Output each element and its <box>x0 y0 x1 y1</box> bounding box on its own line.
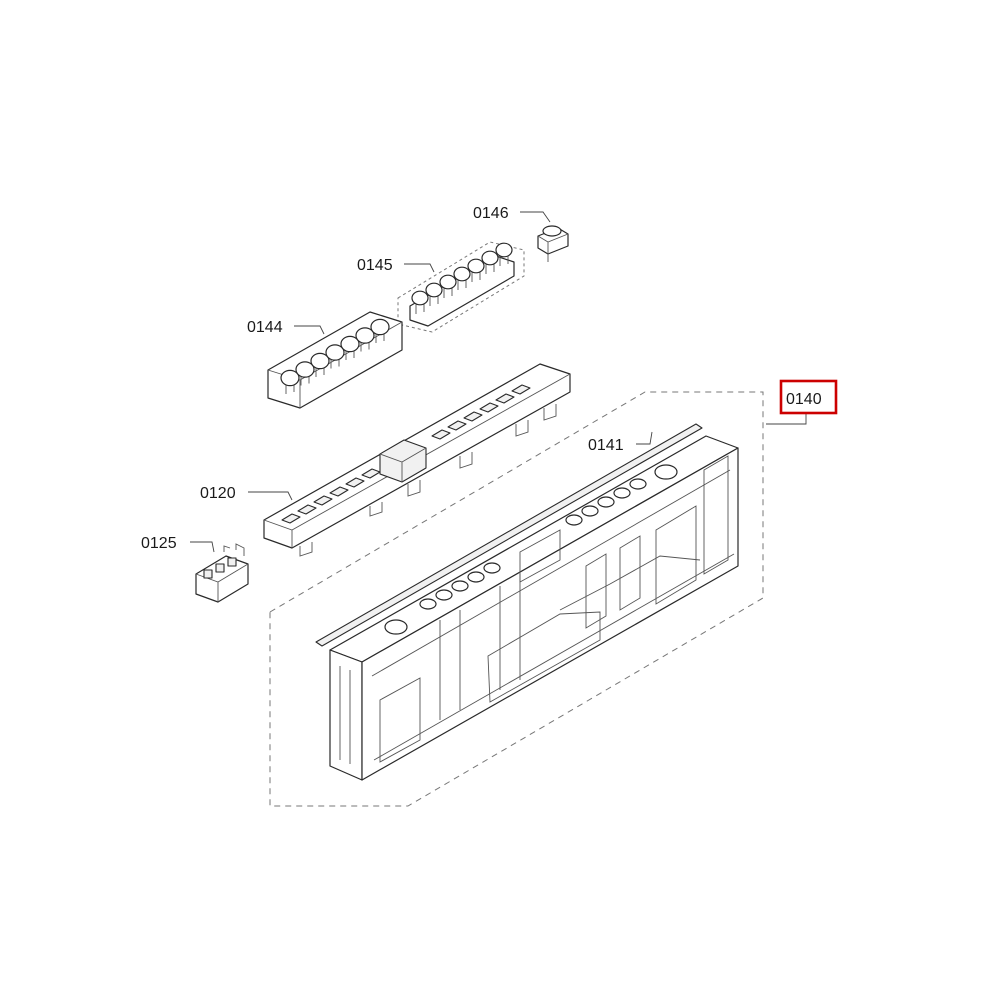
button-hole <box>451 580 469 592</box>
leader-0141 <box>636 431 653 445</box>
button-cap <box>370 318 390 336</box>
part-0125-connector[interactable] <box>195 543 249 603</box>
button-hole <box>483 562 501 574</box>
leader-0140 <box>766 412 807 425</box>
button-cap <box>355 327 375 344</box>
leader-0146 <box>520 211 551 223</box>
button-cap <box>425 282 443 298</box>
key-slot <box>329 486 349 497</box>
part-0145-button-strip[interactable] <box>397 241 525 333</box>
key-slot <box>463 411 483 422</box>
part-label-0146[interactable]: 0146 <box>473 205 509 222</box>
key-slot <box>281 513 301 524</box>
key-slot <box>345 477 365 488</box>
button-hole <box>629 478 647 490</box>
button-cap <box>280 369 300 387</box>
key-slot <box>431 429 451 440</box>
key-slot <box>447 420 467 431</box>
button-hole <box>581 505 599 517</box>
leader-0125 <box>190 541 215 553</box>
leader-0145 <box>404 263 435 273</box>
button-cap <box>467 258 485 274</box>
button-hole <box>419 598 437 610</box>
part-label-0125[interactable]: 0125 <box>141 535 177 552</box>
part-0144-button-tray[interactable] <box>267 311 403 409</box>
part-label-0140-highlight <box>779 379 838 415</box>
button-cap <box>310 352 330 370</box>
button-hole <box>597 496 615 508</box>
button-cap <box>481 250 499 266</box>
button-hole <box>467 571 485 583</box>
button-cap <box>325 344 345 361</box>
part-label-0141[interactable]: 0141 <box>588 437 624 454</box>
button-cap <box>453 266 471 282</box>
button-cap <box>411 290 429 306</box>
assembly-boundary <box>269 391 764 807</box>
key-slot <box>479 402 499 413</box>
leader-0144 <box>294 325 325 335</box>
key-slot <box>495 393 515 404</box>
key-slot <box>511 384 531 395</box>
button-hole <box>565 514 583 526</box>
part-label-0145[interactable]: 0145 <box>357 257 393 274</box>
key-slot <box>313 495 333 506</box>
part-0141-seal-strip[interactable] <box>315 423 703 647</box>
part-0146-button[interactable] <box>537 225 569 262</box>
button-cap <box>495 242 513 258</box>
button-hole <box>613 487 631 499</box>
button-cap <box>439 274 457 290</box>
part-label-0144[interactable]: 0144 <box>247 319 283 336</box>
button-cap <box>295 361 315 378</box>
part-0120-key-carrier[interactable] <box>263 363 571 557</box>
leader-0120 <box>248 491 293 501</box>
part-label-0140[interactable]: 0140 <box>786 391 822 408</box>
part-0140-control-housing[interactable] <box>329 435 739 781</box>
button-hole <box>435 589 453 601</box>
key-slot <box>297 504 317 515</box>
button-cap <box>340 335 360 353</box>
part-label-0120[interactable]: 0120 <box>200 485 236 502</box>
key-slot <box>361 468 381 479</box>
